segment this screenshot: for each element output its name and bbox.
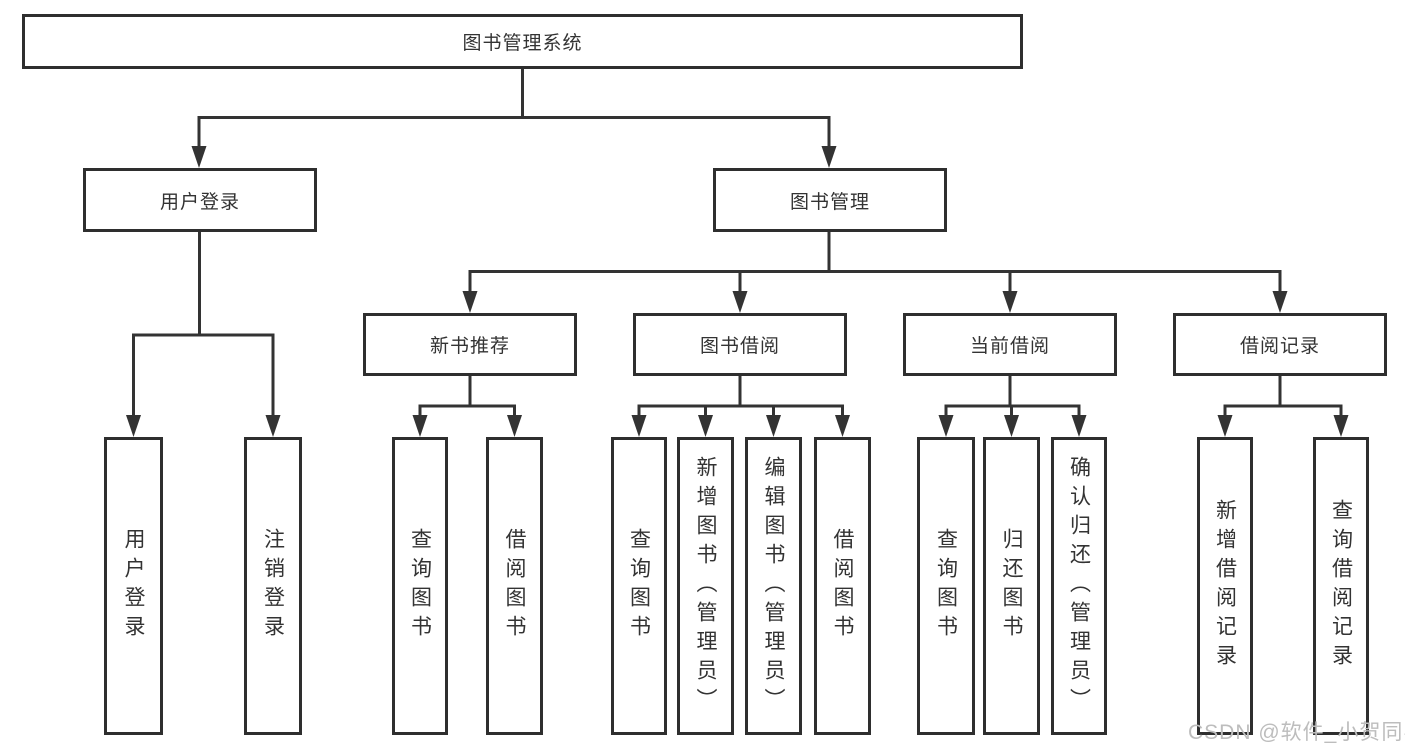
node-new-book-recommend-label: 新书推荐 bbox=[429, 336, 510, 357]
leaf-cb-return-books-label: 归还图书 bbox=[1000, 528, 1023, 644]
leaf-br-query-record-label: 查询借阅记录 bbox=[1329, 499, 1353, 673]
node-new-book-recommend: 新书推荐 bbox=[363, 313, 577, 376]
node-book-management: 图书管理 bbox=[713, 168, 947, 232]
csdn-watermark: CSDN @软件_小贺同学 bbox=[1188, 721, 1405, 744]
node-book-borrow-label: 图书借阅 bbox=[699, 336, 780, 357]
leaf-user-login: 用户登录 bbox=[104, 437, 163, 735]
leaf-bb-borrow-books: 借阅图书 bbox=[814, 437, 871, 735]
node-root-library-system: 图书管理系统 bbox=[22, 14, 1023, 69]
node-book-management-label: 图书管理 bbox=[789, 191, 870, 213]
leaf-user-login-label: 用户登录 bbox=[122, 528, 145, 644]
leaf-bb-edit-books-admin: 编辑图书（管理员） bbox=[745, 437, 802, 735]
leaf-cb-confirm-return-admin: 确认归还（管理员） bbox=[1051, 437, 1107, 735]
node-user-login-label: 用户登录 bbox=[159, 191, 240, 213]
node-book-borrow: 图书借阅 bbox=[633, 313, 847, 376]
leaf-bb-add-books-admin: 新增图书（管理员） bbox=[677, 437, 734, 735]
leaf-bb-query-books: 查询图书 bbox=[611, 437, 667, 735]
leaf-br-query-record: 查询借阅记录 bbox=[1313, 437, 1369, 735]
leaf-nbr-borrow-books: 借阅图书 bbox=[486, 437, 543, 735]
leaf-nbr-query-books-label: 查询图书 bbox=[408, 528, 432, 644]
node-current-borrow-label: 当前借阅 bbox=[969, 336, 1050, 357]
leaf-bb-add-books-admin-label: 新增图书（管理员） bbox=[694, 455, 717, 717]
leaf-nbr-borrow-books-label: 借阅图书 bbox=[503, 528, 526, 644]
leaf-cb-confirm-return-admin-label: 确认归还（管理员） bbox=[1067, 455, 1091, 717]
leaf-cb-query-books-label: 查询图书 bbox=[934, 528, 958, 644]
leaf-br-add-record-label: 新增借阅记录 bbox=[1213, 499, 1237, 673]
leaf-bb-query-books-label: 查询图书 bbox=[627, 528, 651, 644]
leaf-bb-edit-books-admin-label: 编辑图书（管理员） bbox=[762, 455, 785, 717]
leaf-br-add-record: 新增借阅记录 bbox=[1197, 437, 1253, 735]
node-current-borrow: 当前借阅 bbox=[903, 313, 1117, 376]
leaf-logout-label: 注销登录 bbox=[261, 528, 285, 644]
node-borrow-records: 借阅记录 bbox=[1173, 313, 1387, 376]
leaf-bb-borrow-books-label: 借阅图书 bbox=[831, 528, 854, 644]
leaf-cb-query-books: 查询图书 bbox=[917, 437, 975, 735]
leaf-nbr-query-books: 查询图书 bbox=[392, 437, 448, 735]
leaf-cb-return-books: 归还图书 bbox=[983, 437, 1040, 735]
node-borrow-records-label: 借阅记录 bbox=[1239, 336, 1320, 357]
node-root-label: 图书管理系统 bbox=[462, 33, 583, 54]
leaf-logout: 注销登录 bbox=[244, 437, 302, 735]
node-user-login: 用户登录 bbox=[83, 168, 317, 232]
